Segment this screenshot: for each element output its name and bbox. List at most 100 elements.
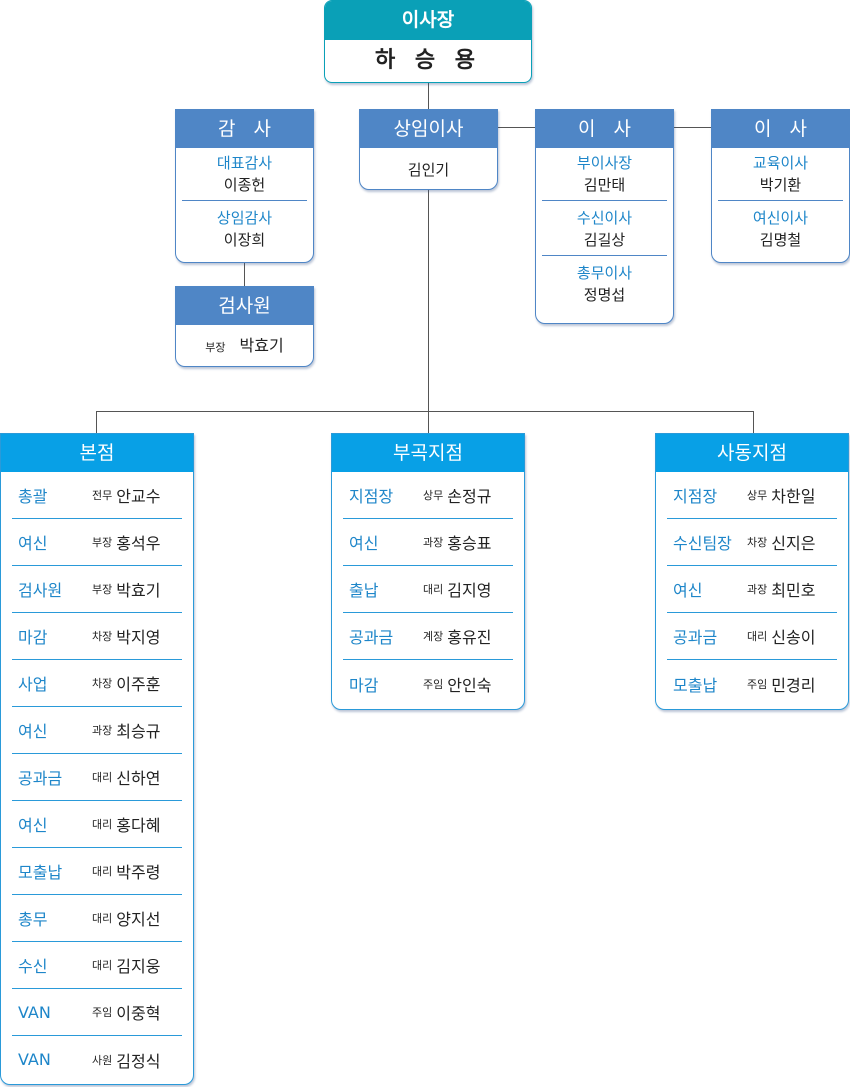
staff-rank: 전무 (92, 489, 113, 502)
auditors-box: 감 사 대표감사 이종헌 상임감사 이장희 (175, 109, 314, 263)
auditor-item: 대표감사 이종헌 (176, 148, 313, 198)
directors-box-2: 이 사 교육이사 박기환 여신이사 김명철 (711, 109, 850, 263)
staff-rank: 주임 (747, 677, 768, 691)
staff-rank: 대리 (92, 865, 113, 878)
auditor-title: 대표감사 (216, 154, 273, 172)
chairman-box: 이사장 하 승 용 (324, 0, 532, 83)
staff-name: 김지웅 (116, 957, 161, 976)
staff-dept: 총무 (18, 910, 48, 929)
staff-dept: 여신 (349, 534, 379, 553)
staff-name: 신송이 (771, 628, 816, 647)
staff-name: 양지선 (116, 910, 161, 929)
staff-rank: 과장 (747, 583, 768, 596)
staff-name: 홍유진 (447, 628, 492, 647)
staff-rank: 사원 (92, 1053, 113, 1067)
staff-rank: 대리 (92, 771, 113, 784)
staff-dept: 총괄 (18, 487, 48, 506)
connector-directors-directors (673, 127, 711, 128)
connector-chairman-standing (428, 82, 429, 112)
staff-dept: 여신 (18, 816, 48, 835)
director-item: 수신이사 김길상 (536, 203, 673, 253)
staff-dept: 공과금 (349, 628, 394, 647)
connector-auditors-inspector (244, 263, 245, 286)
branch-title: 사동지점 (656, 434, 848, 472)
staff-name: 홍석우 (116, 534, 161, 553)
director-item: 부이사장 김만태 (536, 148, 673, 198)
standing-director-box: 상임이사 김인기 (359, 109, 498, 190)
staff-rank: 차장 (92, 630, 113, 643)
staff-rank: 과장 (92, 724, 113, 737)
inspector-name: 박효기 (239, 336, 284, 355)
staff-dept: 마감 (349, 675, 379, 695)
director-title: 부이사장 (576, 154, 633, 172)
staff-name: 신지은 (771, 534, 816, 553)
directors-box-1: 이 사 부이사장 김만태 수신이사 김길상 총무이사 정명섭 (535, 109, 674, 324)
divider (718, 200, 843, 201)
staff-dept: 공과금 (673, 628, 718, 647)
staff-dept: VAN (18, 1050, 51, 1069)
connector-standing-branches (428, 190, 429, 433)
staff-rank: 상무 (747, 489, 768, 502)
staff-dept: 모출납 (673, 675, 718, 695)
standing-director-name: 김인기 (407, 161, 450, 179)
standing-director-title: 상임이사 (360, 110, 497, 148)
director-name: 김만태 (583, 176, 626, 194)
staff-rank: 부장 (92, 583, 113, 596)
staff-name: 이주훈 (116, 675, 161, 694)
connector-branch-horizontal (96, 411, 754, 412)
auditors-title: 감 사 (176, 110, 313, 148)
director-name: 김길상 (583, 231, 626, 249)
directors-title: 이 사 (536, 110, 673, 148)
staff-name: 안인숙 (447, 675, 492, 695)
staff-rank: 주임 (92, 1006, 113, 1019)
director-name: 박기환 (759, 176, 802, 194)
staff-rank: 과장 (423, 536, 444, 549)
director-item: 여신이사 김명철 (712, 203, 849, 253)
staff-rank: 상무 (423, 489, 444, 502)
staff-dept: 수신팀장 (673, 534, 732, 553)
director-title: 수신이사 (576, 209, 633, 227)
director-name: 정명섭 (583, 286, 626, 304)
staff-name: 김정식 (116, 1051, 161, 1071)
staff-dept: 공과금 (18, 769, 63, 788)
divider (542, 200, 667, 201)
staff-rank: 대리 (747, 630, 768, 643)
staff-name: 신하연 (116, 769, 161, 788)
staff-rank: 계장 (423, 630, 444, 643)
staff-dept: 마감 (18, 628, 48, 647)
director-title: 총무이사 (576, 264, 633, 282)
staff-name: 홍다혜 (116, 816, 161, 835)
staff-dept: 여신 (18, 534, 48, 553)
staff-rank: 대리 (92, 959, 113, 972)
staff-rank: 대리 (92, 818, 113, 831)
divider (542, 255, 667, 256)
staff-rank: 대리 (423, 583, 444, 596)
staff-dept: 검사원 (18, 581, 63, 600)
inspector-title: 검사원 (176, 287, 313, 325)
divider (182, 200, 307, 201)
staff-name: 안교수 (116, 487, 161, 506)
staff-name: 김지영 (447, 581, 492, 600)
staff-dept: 여신 (673, 581, 703, 600)
auditor-item: 상임감사 이장희 (176, 203, 313, 253)
staff-dept: VAN (18, 1002, 51, 1022)
auditor-name: 이장희 (223, 231, 266, 249)
staff-dept: 여신 (18, 722, 48, 741)
